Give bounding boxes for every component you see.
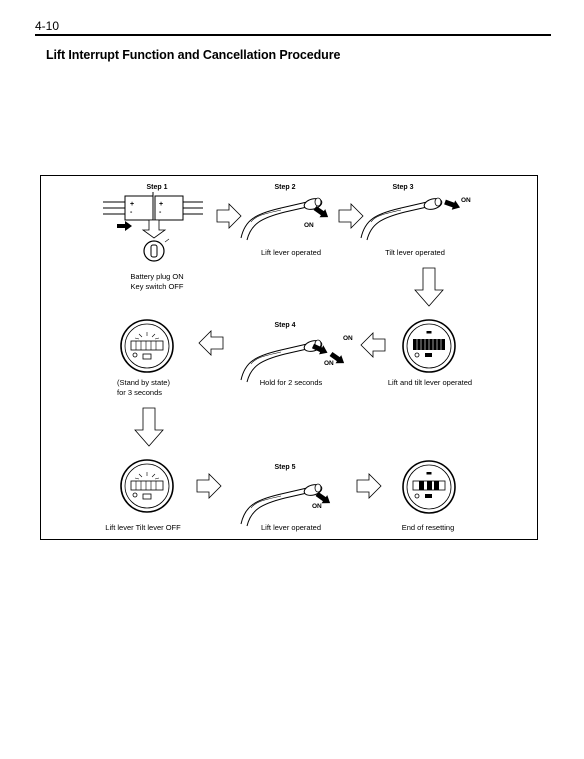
battery-minus-label: -	[159, 209, 162, 216]
lift-lever-hold-icon	[240, 338, 324, 383]
tilt-lever-icon	[360, 196, 444, 241]
step-1-label: Step 1	[146, 184, 168, 191]
step-3-result-caption: Lift and tilt lever operated	[387, 378, 473, 387]
key-switch-icon	[141, 219, 170, 262]
lever-direction-icon	[443, 197, 462, 213]
step-5-label: Step 5	[274, 464, 296, 471]
step-4-label: Step 4	[274, 322, 296, 329]
header-rule	[35, 34, 551, 36]
on-label: ON	[343, 335, 353, 342]
on-label: ON	[461, 197, 471, 204]
procedure-figure: Step 1 + + - - Battery plug ON Key switc…	[40, 175, 538, 540]
page-title: Lift Interrupt Function and Cancellation…	[46, 48, 341, 62]
step-arrow-icon	[134, 407, 164, 447]
reset-display-icon	[402, 460, 456, 514]
lift-lever-step5-icon	[240, 482, 324, 527]
step-arrow-icon	[196, 473, 222, 499]
step-4-caption: Hold for 2 seconds	[259, 378, 323, 387]
standby-display-icon	[120, 319, 174, 373]
lift-lever-icon	[240, 196, 324, 241]
step-1-caption-line-1: Battery plug ON	[130, 272, 184, 281]
step-arrow-icon	[338, 203, 364, 229]
step-arrow-icon	[216, 203, 242, 229]
on-label: ON	[304, 222, 314, 229]
levers-off-display-icon	[120, 459, 174, 513]
step-2-caption: Lift lever operated	[260, 248, 322, 257]
step-2-label: Step 2	[274, 184, 296, 191]
indicator-display-icon	[402, 319, 456, 373]
step-5-caption: Lift lever operated	[260, 523, 322, 532]
page-number: 4-10	[35, 19, 60, 33]
battery-plus-label: +	[159, 201, 164, 208]
on-label: ON	[324, 360, 334, 367]
step-arrow-icon	[356, 473, 382, 499]
end-caption: End of resetting	[401, 523, 455, 532]
battery-plus-label: +	[130, 201, 135, 208]
step-arrow-icon	[198, 330, 224, 356]
levers-off-caption: Lift lever Tilt lever OFF	[105, 523, 181, 532]
on-label: ON	[312, 503, 322, 510]
step-arrow-icon	[360, 332, 386, 358]
step-3-label: Step 3	[392, 184, 414, 191]
standby-caption-line-1: (Stand by state)	[117, 378, 170, 387]
procedure-diagram	[103, 192, 462, 527]
step-arrow-icon	[414, 267, 444, 307]
connect-arrow-icon	[117, 221, 132, 231]
battery-plug-icon	[103, 192, 203, 224]
step-3-caption: Tilt lever operated	[385, 248, 445, 257]
standby-caption-line-2: for 3 seconds	[117, 388, 163, 397]
battery-minus-label: -	[130, 209, 133, 216]
step-1-caption-line-2: Key switch OFF	[130, 282, 184, 291]
